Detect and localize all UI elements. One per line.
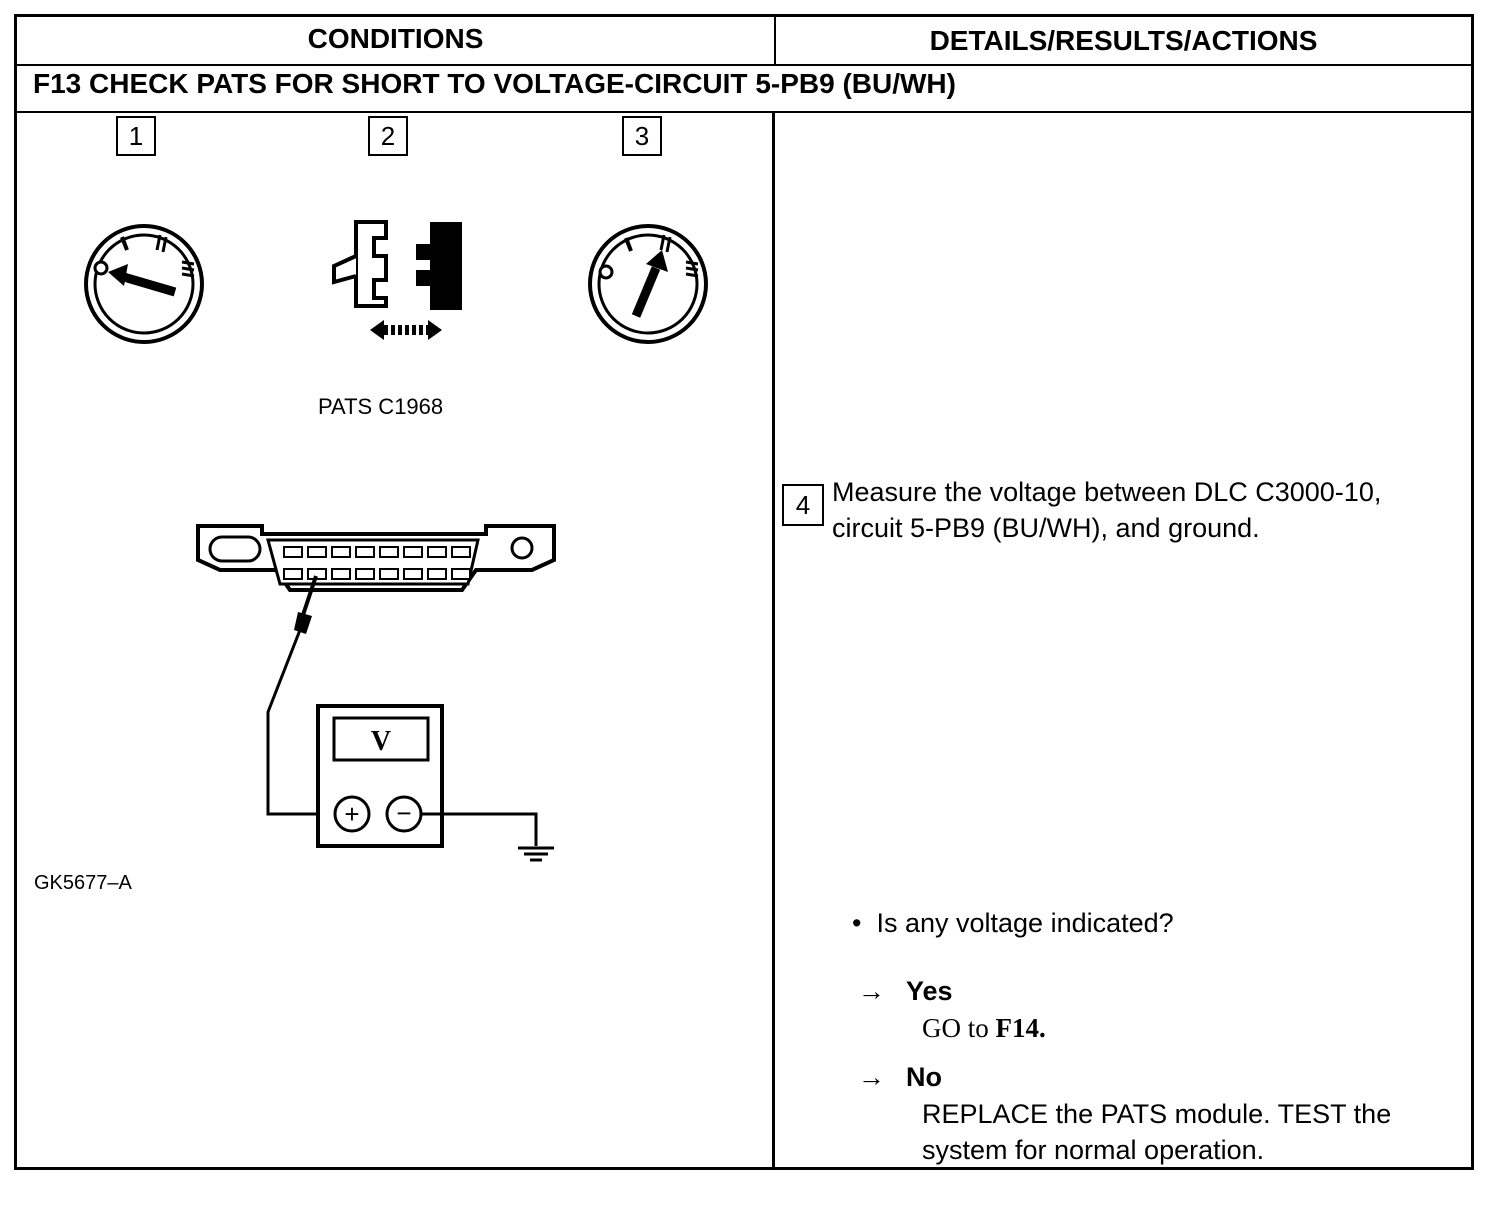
conditions-header: CONDITIONS bbox=[307, 23, 484, 54]
table-header-row: CONDITIONS DETAILS/RESULTS/ACTIONS bbox=[17, 17, 1471, 66]
answer-no: → No bbox=[858, 1062, 942, 1093]
dlc-connector-icon bbox=[196, 524, 556, 592]
yes-action: GO to F14. bbox=[922, 1010, 1046, 1046]
step-title-row: F13 CHECK PATS FOR SHORT TO VOLTAGE-CIRC… bbox=[17, 64, 1471, 113]
no-label: No bbox=[906, 1062, 942, 1092]
arrow-right-icon: → bbox=[858, 1062, 885, 1092]
ignition-switch-off-icon bbox=[84, 224, 204, 344]
yes-label: Yes bbox=[906, 976, 953, 1006]
question: • Is any voltage indicated? bbox=[852, 908, 1174, 939]
answer-yes: → Yes bbox=[858, 976, 953, 1007]
plus-terminal-label: + bbox=[344, 799, 359, 829]
step4-instruction: Measure the voltage between DLC C3000-10… bbox=[832, 477, 1382, 543]
step-title: F13 CHECK PATS FOR SHORT TO VOLTAGE-CIRC… bbox=[33, 68, 956, 99]
diagnostic-table: CONDITIONS DETAILS/RESULTS/ACTIONS F13 C… bbox=[14, 14, 1474, 1170]
yes-action-prefix: GO to bbox=[922, 1013, 996, 1043]
ground-symbol-icon bbox=[421, 812, 554, 862]
step-number-4: 4 bbox=[782, 484, 824, 526]
yes-action-target: F14. bbox=[995, 1013, 1046, 1043]
voltmeter-display: V bbox=[371, 726, 391, 757]
header-divider bbox=[774, 17, 776, 64]
arrow-right-icon: → bbox=[858, 976, 885, 1006]
bullet-icon: • bbox=[852, 908, 877, 938]
details-header: DETAILS/RESULTS/ACTIONS bbox=[929, 25, 1318, 56]
voltmeter-icon: V + − bbox=[316, 704, 444, 848]
ignition-switch-run-icon bbox=[588, 224, 708, 344]
minus-terminal-label: − bbox=[396, 798, 411, 828]
step-number-1: 1 bbox=[116, 116, 156, 156]
test-probe-icon bbox=[266, 575, 334, 816]
connector-disconnect-icon bbox=[332, 220, 462, 340]
question-text: Is any voltage indicated? bbox=[876, 908, 1174, 938]
step-number-3: 3 bbox=[622, 116, 662, 156]
no-action: REPLACE the PATS module. TEST the system… bbox=[922, 1099, 1392, 1165]
connector-caption: PATS C1968 bbox=[318, 394, 444, 419]
step-number-2: 2 bbox=[368, 116, 408, 156]
body-divider bbox=[772, 111, 775, 1167]
figure-id: GK5677–A bbox=[34, 872, 132, 894]
